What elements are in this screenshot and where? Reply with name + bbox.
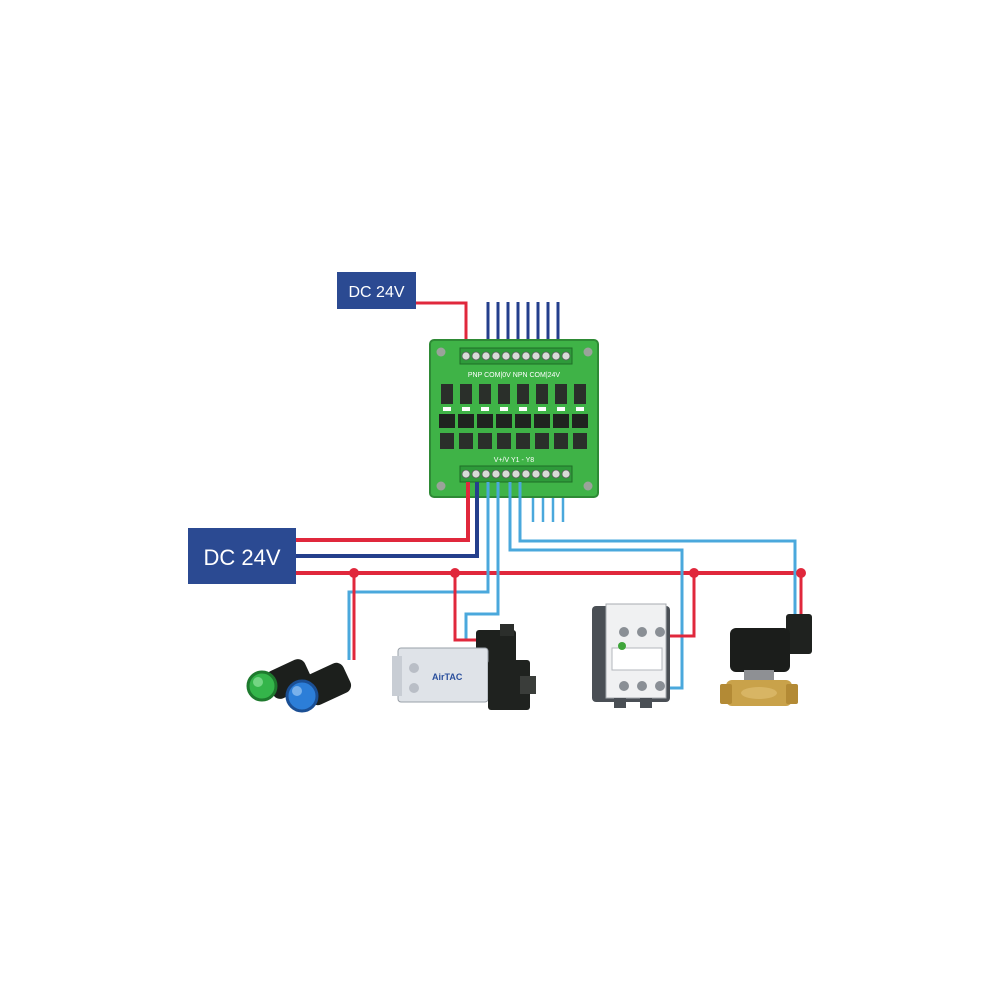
top-supply-wire (416, 301, 468, 350)
top-supply-label: DC 24V (337, 272, 416, 309)
solenoid-valve: AirTAC (392, 624, 536, 710)
board-bottom-silkscreen: V+/V Y1 - Y8 (494, 457, 535, 464)
water-solenoid-valve (720, 614, 812, 706)
positive-branch-wires (352, 573, 803, 660)
main-supply-text: DC 24V (203, 545, 280, 570)
main-supply-wires (296, 482, 801, 575)
board-channels (439, 384, 588, 449)
input-wires (486, 302, 560, 350)
junction-dots (349, 568, 806, 578)
indicator-lights (246, 659, 352, 713)
board-top-silkscreen: PNP COM|0V NPN COM|24V (468, 372, 561, 379)
signal-wires (347, 482, 797, 690)
contactor (592, 603, 670, 708)
top-supply-text: DC 24V (348, 284, 404, 301)
valve-brand-text: AirTAC (432, 672, 463, 682)
main-supply-label: DC 24V (188, 528, 296, 584)
relay-board: PNP COM|0V NPN COM|24V (429, 339, 599, 498)
